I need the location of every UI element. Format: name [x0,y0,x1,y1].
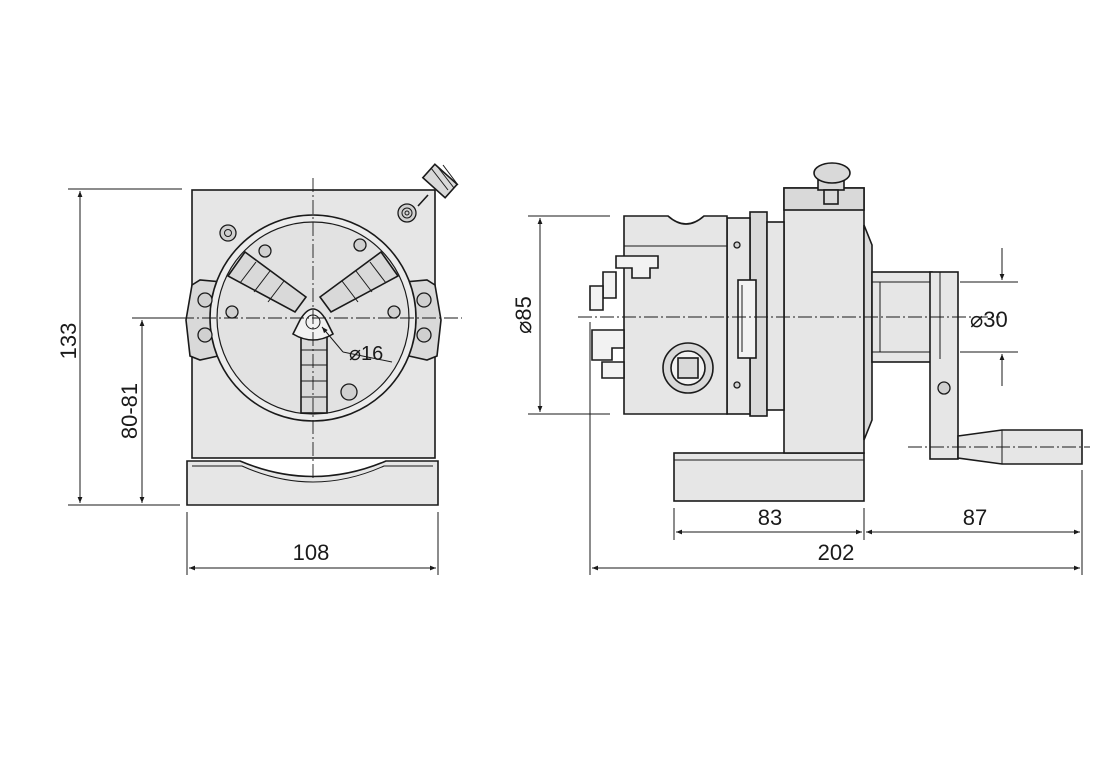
top-knob-icon [813,162,851,205]
side-rear-cap [863,224,873,441]
dim-center-height-label: 80-81 [117,383,142,439]
front-hole [397,203,417,223]
dim-height-label: 133 [56,323,81,360]
front-hole [219,224,237,242]
front-dimensions: 133 80-81 108 ⌀16 [56,188,439,575]
bracket-screw [197,292,213,308]
front-base-groove [192,465,433,483]
side-chuck-jaws [589,255,659,379]
chuck-screw [225,305,239,319]
chuck-screw [387,305,401,319]
jaw-upper-left [226,250,308,314]
side-column [783,187,865,454]
jaw-bottom [300,332,328,414]
jaw-upper-right [318,250,400,314]
dim-bore-label: ⌀16 [349,343,383,365]
dim-width-label: 108 [293,540,330,565]
bracket-screw [197,327,213,343]
side-dimensions: ⌀85 ⌀30 83 87 202 [511,215,1083,575]
side-base [673,452,865,502]
dim-handle-length-label: 87 [963,505,987,530]
front-view [136,163,462,506]
bracket-screw [416,292,432,308]
chuck-screw [258,244,272,258]
side-view [578,162,1090,502]
chuck-screw [340,383,358,401]
chuck-screw [353,238,367,252]
chuck-key-socket-icon [662,342,714,394]
dim-overall-length-label: 202 [818,540,855,565]
dim-base-length-label: 83 [758,505,782,530]
dim-spindle-diameter-label: ⌀30 [970,307,1008,332]
front-base [186,460,439,506]
knurled-knob-icon [417,163,459,207]
dim-chuck-diameter-label: ⌀85 [511,296,536,334]
bracket-screw [416,327,432,343]
side-crank-arm [929,271,959,460]
